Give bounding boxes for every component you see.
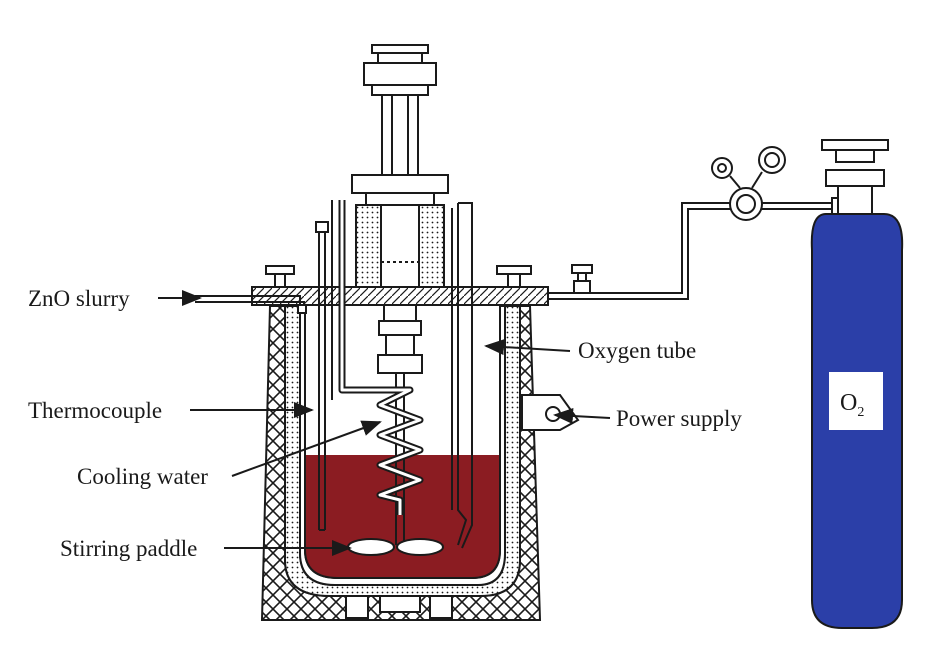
shaft-collar — [377, 354, 423, 374]
mount-plate — [351, 174, 449, 194]
oxygen-cylinder — [810, 139, 904, 629]
oxygen-tube-inner — [457, 202, 473, 549]
valve-icon — [571, 264, 593, 294]
gas-line — [548, 146, 845, 300]
label-zno-slurry: ZnO slurry — [28, 286, 130, 311]
shaft-upper — [383, 304, 417, 322]
motor-cap — [371, 44, 429, 54]
base-foot-mid — [379, 595, 421, 613]
pressure-gauge-icon — [711, 146, 786, 221]
cylinder-label: O2 — [840, 390, 864, 420]
label-power-supply: Power supply — [616, 406, 742, 431]
label-cooling-water: Cooling water — [77, 464, 208, 489]
base-foot-left — [345, 595, 369, 619]
motor-coupling — [363, 62, 437, 86]
paddle-right — [396, 538, 444, 556]
motor-housing — [381, 94, 419, 176]
paddle-left — [347, 538, 395, 556]
motor-icon — [521, 394, 580, 431]
base-foot-right — [429, 595, 453, 619]
stirrer-assembly — [347, 44, 449, 556]
label-stirring-paddle: Stirring paddle — [60, 536, 197, 561]
lid-bolt-right — [496, 265, 532, 275]
label-oxygen-tube: Oxygen tube — [578, 338, 696, 363]
cylinder-label-box — [829, 372, 883, 430]
label-thermocouple: Thermocouple — [28, 398, 162, 423]
thermocouple-probe — [315, 221, 329, 531]
lid-bolt-left — [265, 265, 295, 275]
label-arrows — [158, 290, 611, 556]
